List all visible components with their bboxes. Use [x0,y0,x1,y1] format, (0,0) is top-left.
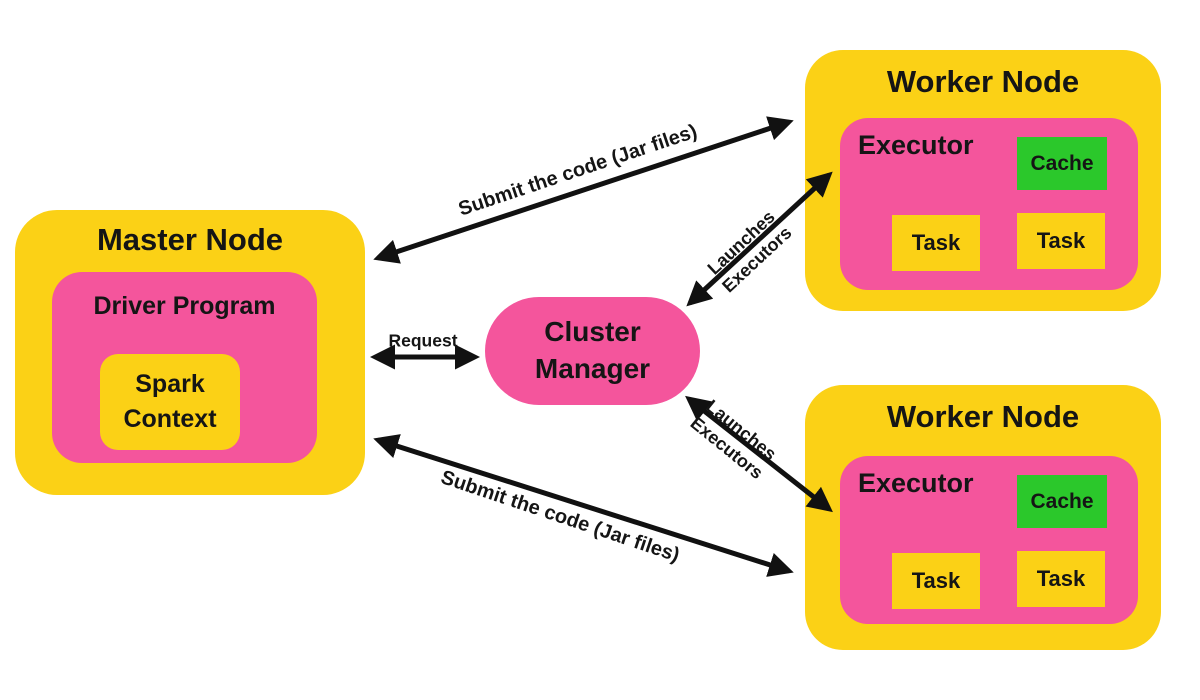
master-node-title: Master Node [96,222,284,257]
worker-node-bottom-box: Worker Node Executor Cache Task Task [805,385,1161,650]
edge-label-launches-executors-bottom: Launches Executors [686,395,781,483]
spark-context-label-line1: Spark [135,369,205,398]
cache-top-box: Cache [1017,137,1107,190]
worker-node-top-title: Worker Node [886,64,1080,99]
edge-label-submit-code-bottom: Submit the code (Jar files) [438,466,683,567]
executor-bottom-box: Executor Cache Task Task [840,456,1138,624]
task-box: Task [1017,213,1105,269]
cache-bottom-box: Cache [1017,475,1107,528]
edge-label-launches-executors-top: Launches Executors [703,206,796,297]
driver-program-box: Driver Program Spark Context [52,272,317,463]
executor-top-label: Executor [858,130,974,160]
task-box: Task [892,215,980,271]
spark-context-label-line2: Context [123,405,217,433]
worker-node-bottom-title: Worker Node [886,399,1080,434]
task-box: Task [1017,551,1105,607]
worker-node-top-box: Worker Node Executor Cache Task Task [805,50,1161,311]
executor-bottom-label: Executor [858,468,974,498]
task-box: Task [892,553,980,609]
cluster-manager-label-line2: Manager [534,353,651,384]
edge-label-request: Request [388,330,458,351]
driver-program-title: Driver Program [93,292,276,320]
master-node-box: Master Node Driver Program Spark Context [15,210,365,495]
edge-label-submit-code-top: Submit the code (Jar files) [455,120,700,221]
spark-context-box: Spark Context [100,354,240,450]
executor-top-box: Executor Cache Task Task [840,118,1138,290]
cluster-manager-label-line1: Cluster [544,316,641,348]
cluster-manager-box: Cluster Manager [485,297,700,405]
arrow-submit-code-top [373,116,794,264]
